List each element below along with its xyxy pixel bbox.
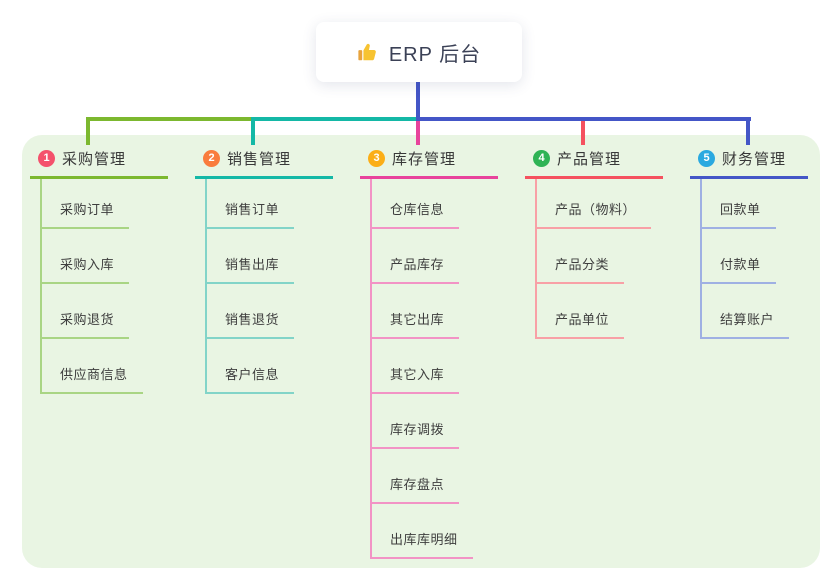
child-node-label: 采购入库 bbox=[42, 254, 130, 284]
child-node[interactable]: 采购订单 bbox=[42, 179, 168, 229]
branch-children: 销售订单销售出库销售退货客户信息 bbox=[205, 179, 333, 394]
branch-label: 销售管理 bbox=[227, 151, 292, 168]
branch-2: 2 销售管理销售订单销售出库销售退货客户信息 bbox=[195, 148, 333, 394]
child-node-label: 结算账户 bbox=[702, 309, 790, 339]
connector-segment-left bbox=[86, 117, 251, 121]
branch-node-4[interactable]: 4 产品管理 bbox=[525, 148, 663, 179]
child-node-label: 采购退货 bbox=[42, 309, 130, 339]
child-node[interactable]: 回款单 bbox=[702, 179, 808, 229]
child-node-label: 客户信息 bbox=[207, 364, 295, 394]
child-node[interactable]: 采购退货 bbox=[42, 284, 168, 339]
child-node-label: 产品单位 bbox=[537, 309, 625, 339]
branch-4: 4 产品管理产品（物料） 产品分类产品单位 bbox=[525, 148, 663, 339]
child-node-label: 回款单 bbox=[702, 199, 776, 229]
branch-drop-line-2 bbox=[251, 121, 255, 145]
child-node[interactable]: 库存调拨 bbox=[372, 394, 498, 449]
child-node[interactable]: 采购入库 bbox=[42, 229, 168, 284]
branch-children: 产品（物料） 产品分类产品单位 bbox=[535, 179, 663, 339]
child-node-label: 产品分类 bbox=[537, 254, 625, 284]
child-node-label: 产品（物料） bbox=[537, 199, 652, 229]
child-node-label: 供应商信息 bbox=[42, 364, 143, 394]
child-node-label: 销售出库 bbox=[207, 254, 295, 284]
root-title: ERP 后台 bbox=[388, 43, 482, 66]
child-node-label: 库存调拨 bbox=[372, 419, 460, 449]
child-node[interactable]: 产品分类 bbox=[537, 229, 663, 284]
child-node-label: 销售退货 bbox=[207, 309, 295, 339]
child-node[interactable]: 仓库信息 bbox=[372, 179, 498, 229]
child-node-label: 仓库信息 bbox=[372, 199, 460, 229]
connector-segment-right bbox=[416, 117, 751, 121]
branch-node-5[interactable]: 5 财务管理 bbox=[690, 148, 808, 179]
branch-index-badge: 3 bbox=[368, 150, 385, 167]
child-node[interactable]: 结算账户 bbox=[702, 284, 808, 339]
root-node[interactable]: ERP 后台 bbox=[316, 22, 522, 82]
branch-node-1[interactable]: 1 采购管理 bbox=[30, 148, 168, 179]
branch-label: 财务管理 bbox=[722, 151, 787, 168]
thumbs-up-icon bbox=[357, 41, 379, 63]
child-node-label: 付款单 bbox=[702, 254, 776, 284]
branch-1: 1 采购管理采购订单采购入库采购退货供应商信息 bbox=[30, 148, 168, 394]
mindmap-canvas-panel bbox=[22, 135, 820, 568]
branch-children: 采购订单采购入库采购退货供应商信息 bbox=[40, 179, 168, 394]
branch-3: 3 库存管理仓库信息产品库存其它出库其它入库库存调拨库存盘点出库库明细 bbox=[360, 148, 498, 559]
child-node-label: 产品库存 bbox=[372, 254, 460, 284]
branch-children: 回款单付款单结算账户 bbox=[700, 179, 808, 339]
branch-index-badge: 5 bbox=[698, 150, 715, 167]
child-node[interactable]: 其它入库 bbox=[372, 339, 498, 394]
branch-node-3[interactable]: 3 库存管理 bbox=[360, 148, 498, 179]
branch-node-2[interactable]: 2 销售管理 bbox=[195, 148, 333, 179]
child-node[interactable]: 销售退货 bbox=[207, 284, 333, 339]
child-node-label: 出库库明细 bbox=[372, 529, 473, 559]
branch-label: 库存管理 bbox=[392, 151, 457, 168]
child-node[interactable]: 产品单位 bbox=[537, 284, 663, 339]
branch-drop-line-5 bbox=[746, 117, 750, 145]
child-node-label: 其它出库 bbox=[372, 309, 460, 339]
child-node[interactable]: 产品（物料） bbox=[537, 179, 663, 229]
child-node[interactable]: 出库库明细 bbox=[372, 504, 498, 559]
child-node[interactable]: 产品库存 bbox=[372, 229, 498, 284]
branch-index-badge: 1 bbox=[38, 150, 55, 167]
child-node-label: 其它入库 bbox=[372, 364, 460, 394]
child-node-label: 采购订单 bbox=[42, 199, 130, 229]
branch-drop-line-1 bbox=[86, 117, 90, 145]
branch-drop-line-3 bbox=[416, 121, 420, 145]
root-stem-line bbox=[416, 80, 420, 121]
branch-label: 采购管理 bbox=[62, 151, 127, 168]
child-node-label: 销售订单 bbox=[207, 199, 295, 229]
child-node[interactable]: 客户信息 bbox=[207, 339, 333, 394]
branch-children: 仓库信息产品库存其它出库其它入库库存调拨库存盘点出库库明细 bbox=[370, 179, 498, 559]
child-node[interactable]: 供应商信息 bbox=[42, 339, 168, 394]
branch-index-badge: 2 bbox=[203, 150, 220, 167]
child-node-label: 库存盘点 bbox=[372, 474, 460, 504]
branch-drop-line-4 bbox=[581, 121, 585, 145]
connector-segment-mid bbox=[251, 117, 416, 121]
branch-5: 5 财务管理回款单付款单结算账户 bbox=[690, 148, 808, 339]
child-node[interactable]: 付款单 bbox=[702, 229, 808, 284]
child-node[interactable]: 销售出库 bbox=[207, 229, 333, 284]
child-node[interactable]: 销售订单 bbox=[207, 179, 333, 229]
child-node[interactable]: 库存盘点 bbox=[372, 449, 498, 504]
branch-label: 产品管理 bbox=[557, 151, 622, 168]
child-node[interactable]: 其它出库 bbox=[372, 284, 498, 339]
branch-index-badge: 4 bbox=[533, 150, 550, 167]
